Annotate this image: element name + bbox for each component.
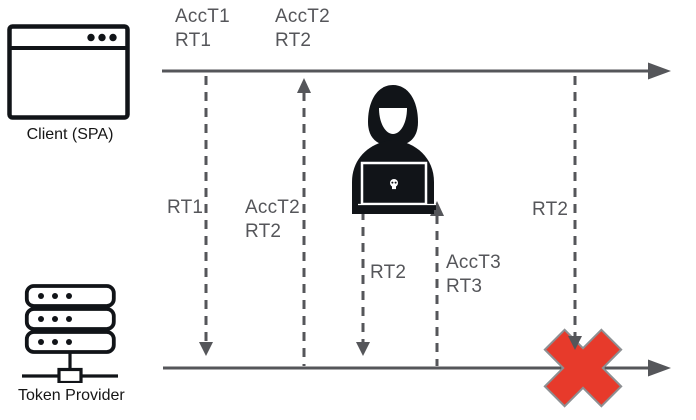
client-timeline-arrow [162,62,671,80]
arrowhead-down-icon [568,336,582,350]
blocked-red-x-icon [543,328,623,408]
window-dot-icon [87,33,95,42]
window-dot-icon [109,33,117,42]
label-rt2-blocked: RT2 [532,199,569,220]
label-acct1-rt1-top: AccT1 RT1 [175,6,230,51]
flow-rt2-blocked-down-arrow [568,76,582,350]
arrowhead-up-icon [297,78,311,93]
flow-rt1-down-arrow [199,76,213,356]
browser-window-icon [7,24,130,120]
arrowhead-down-icon [199,342,213,356]
window-dot-icon [98,33,106,42]
server-icon [22,284,118,383]
skull-icon [390,179,398,190]
hacker-face-icon [379,108,407,134]
client-actor-label: Client (SPA) [26,126,114,143]
flow-rt2-attacker-down-arrow [356,211,370,356]
arrowhead-right-icon [648,62,671,80]
arrowhead-down-icon [356,342,370,356]
flow-acct2-up-arrow [297,78,311,366]
server-rack-row-icon [24,284,116,308]
label-acct3-rt3: AccT3 RT3 [446,252,501,297]
label-acct2-rt2-mid: AccT2 RT2 [245,197,300,242]
server-rack-row-icon [24,307,116,331]
flow-acct3-up-arrow [430,201,444,366]
label-rt2-attacker: RT2 [370,262,407,283]
token-provider-actor-label: Token Provider [18,387,125,404]
arrowhead-right-icon [648,359,671,377]
label-acct2-rt2-top: AccT2 RT2 [275,6,330,51]
hacker-laptop-icon [352,85,436,214]
label-rt1-mid: RT1 [167,197,204,218]
server-rack-row-icon [24,330,116,354]
laptop-base-icon [358,204,436,210]
